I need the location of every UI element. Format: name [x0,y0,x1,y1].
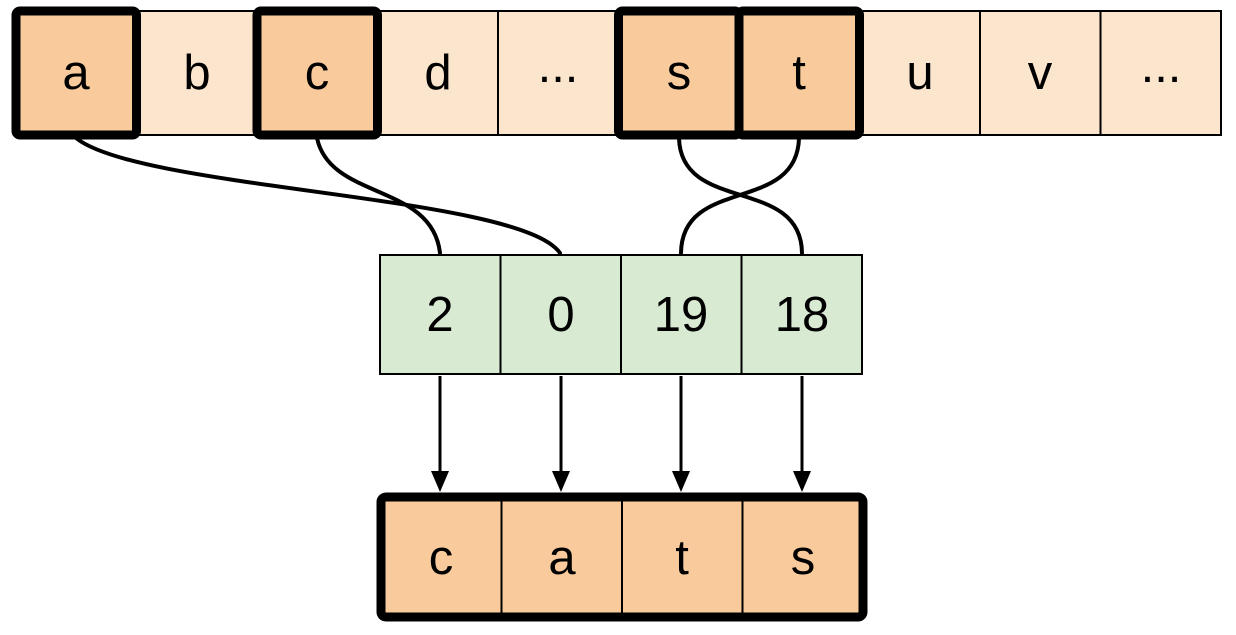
index-row: 2 0 19 18 [379,254,863,375]
diagram-root: a b c d ... s t u v ... [11,6,1222,622]
alphabet-label-ellipsis-2: ... [1141,39,1182,93]
alphabet-label-a: a [62,46,90,100]
alphabet-label-d: d [424,46,451,100]
alphabet-label-u: u [906,46,933,100]
output-row-outer-border [376,492,868,622]
output-label-t: t [675,531,689,585]
index-cell-0 [499,254,622,375]
letter-to-index-connectors [74,136,804,255]
index-cell-2 [379,254,502,375]
alphabet-label-b: b [183,46,210,100]
output-cell-t [621,496,744,618]
alphabet-cell-ellipsis-1 [497,10,620,136]
output-row-labels: c a t s [429,531,816,585]
alphabet-label-t: t [792,46,806,100]
alphabet-row-labels: a b c d ... s t u v ... [62,39,1181,100]
index-row-labels: 2 0 19 18 [426,288,829,342]
index-label-19: 19 [654,288,709,342]
alphabet-cell-ellipsis-2 [1099,10,1222,136]
output-label-a: a [548,531,576,585]
alphabet-label-ellipsis-1: ... [538,39,579,93]
alphabet-label-s: s [667,46,692,100]
index-label-2: 2 [426,288,453,342]
alphabet-label-c: c [305,46,330,100]
alphabet-cell-t-highlighted [734,6,864,140]
curve-c-to-2 [315,136,442,255]
output-cell-a [500,496,623,618]
index-label-0: 0 [547,288,574,342]
output-label-s: s [791,531,816,585]
arrowhead-18-to-s [793,471,811,492]
arrowhead-2-to-c [431,471,449,492]
index-cell-19 [620,254,743,375]
alphabet-label-v: v [1028,46,1053,100]
alphabet-cell-v [979,10,1102,136]
alphabet-cell-b [135,10,258,136]
arrowhead-19-to-t [672,471,690,492]
output-row: c a t s [376,492,868,622]
alphabet-cell-c-highlighted [252,6,382,140]
curve-a-to-0 [74,136,562,255]
output-label-c: c [429,531,454,585]
alphabet-cell-a-highlighted [11,6,141,140]
alphabet-row: a b c d ... s t u v ... [11,6,1222,140]
index-to-output-arrows [431,376,811,492]
index-label-18: 18 [775,288,830,342]
alphabet-cell-d [376,10,499,136]
curve-t-to-19 [679,136,801,255]
index-cell-18 [740,254,863,375]
arrowhead-0-to-a [552,471,570,492]
output-cell-c [380,496,503,618]
